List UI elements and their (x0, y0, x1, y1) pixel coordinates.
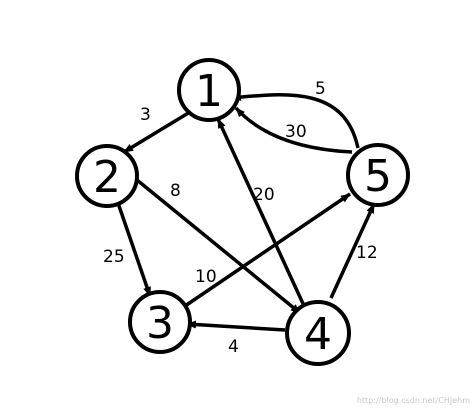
edge-weight-5-1-upper: 5 (315, 79, 326, 99)
node-2-label: 2 (93, 152, 121, 203)
node-2: 2 (75, 144, 139, 208)
node-5: 5 (346, 143, 410, 207)
node-4-label: 4 (304, 309, 332, 360)
edge-2-to-3: 25 (103, 202, 152, 297)
node-5-label: 5 (364, 151, 392, 202)
edge-weight-5-1-lower: 30 (285, 122, 307, 142)
edges-layer: 3 25 8 10 4 20 12 (103, 79, 378, 357)
edge-weight-3-5: 10 (195, 267, 217, 287)
edge-2-to-4: 8 (135, 178, 302, 315)
edge-1-to-2: 3 (123, 105, 191, 154)
edge-weight-2-4: 8 (170, 181, 181, 201)
nodes-layer: 1 2 3 4 5 (75, 58, 410, 366)
edge-3-to-5: 10 (184, 192, 351, 308)
edge-5-to-1-upper: 5 (231, 79, 360, 149)
edge-4-to-1: 20 (216, 118, 307, 309)
edge-weight-2-3: 25 (103, 247, 125, 267)
watermark-text: http://blog.csdn.net/CHJehm (357, 396, 470, 405)
node-3-label: 3 (146, 298, 174, 349)
edge-weight-1-2: 3 (140, 105, 151, 125)
edge-weight-4-5: 12 (356, 243, 378, 263)
node-3: 3 (128, 290, 192, 354)
edge-4-to-3: 4 (186, 320, 286, 357)
node-1: 1 (177, 58, 241, 122)
node-4: 4 (285, 300, 351, 366)
edge-4-to-5: 12 (329, 203, 378, 299)
edge-5-to-1-lower: 30 (234, 106, 353, 154)
node-1-label: 1 (195, 66, 223, 117)
edge-weight-4-3: 4 (228, 337, 239, 357)
edge-weight-4-1: 20 (253, 185, 275, 205)
